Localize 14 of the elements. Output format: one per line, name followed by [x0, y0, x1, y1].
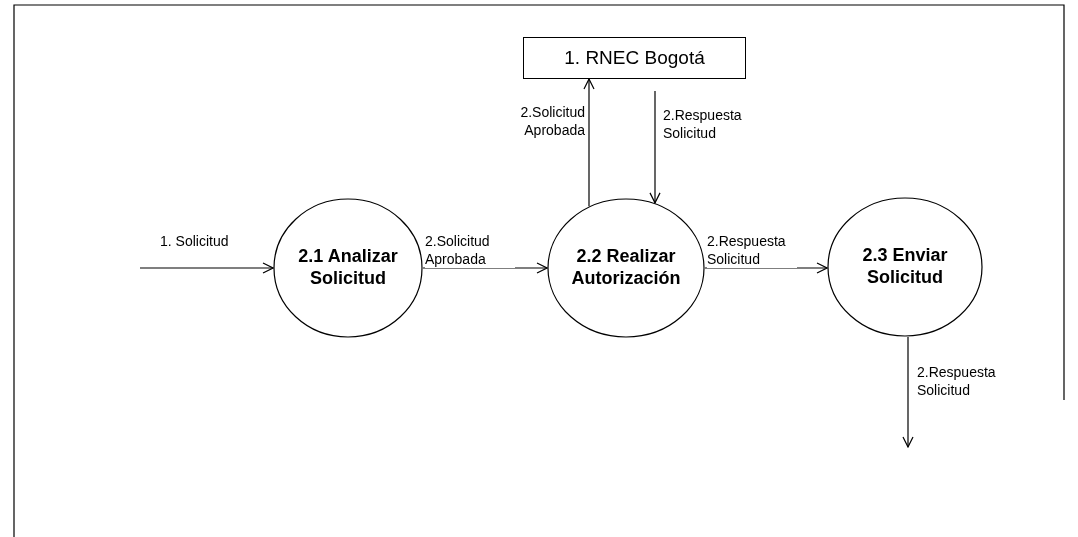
external-entity-box: [523, 37, 746, 79]
entity-name: 1. RNEC Bogotá: [564, 47, 705, 69]
arrow: [583, 78, 595, 207]
arrow: [139, 262, 274, 274]
arrow: [649, 90, 661, 204]
process-circle: [827, 197, 983, 337]
process-name: 2.2 Realizar Autorización: [570, 246, 682, 290]
arrow: [902, 336, 914, 448]
process-circle: [273, 198, 423, 338]
edge-label: 2.Respuesta Solicitud: [707, 233, 797, 268]
process-name: 2.3 Enviar Solicitud: [861, 245, 949, 289]
process-name: 2.1 Analizar Solicitud: [297, 246, 399, 290]
process-circle: [547, 198, 705, 338]
edge-label: 2.Solicitud Aprobada: [425, 233, 515, 268]
